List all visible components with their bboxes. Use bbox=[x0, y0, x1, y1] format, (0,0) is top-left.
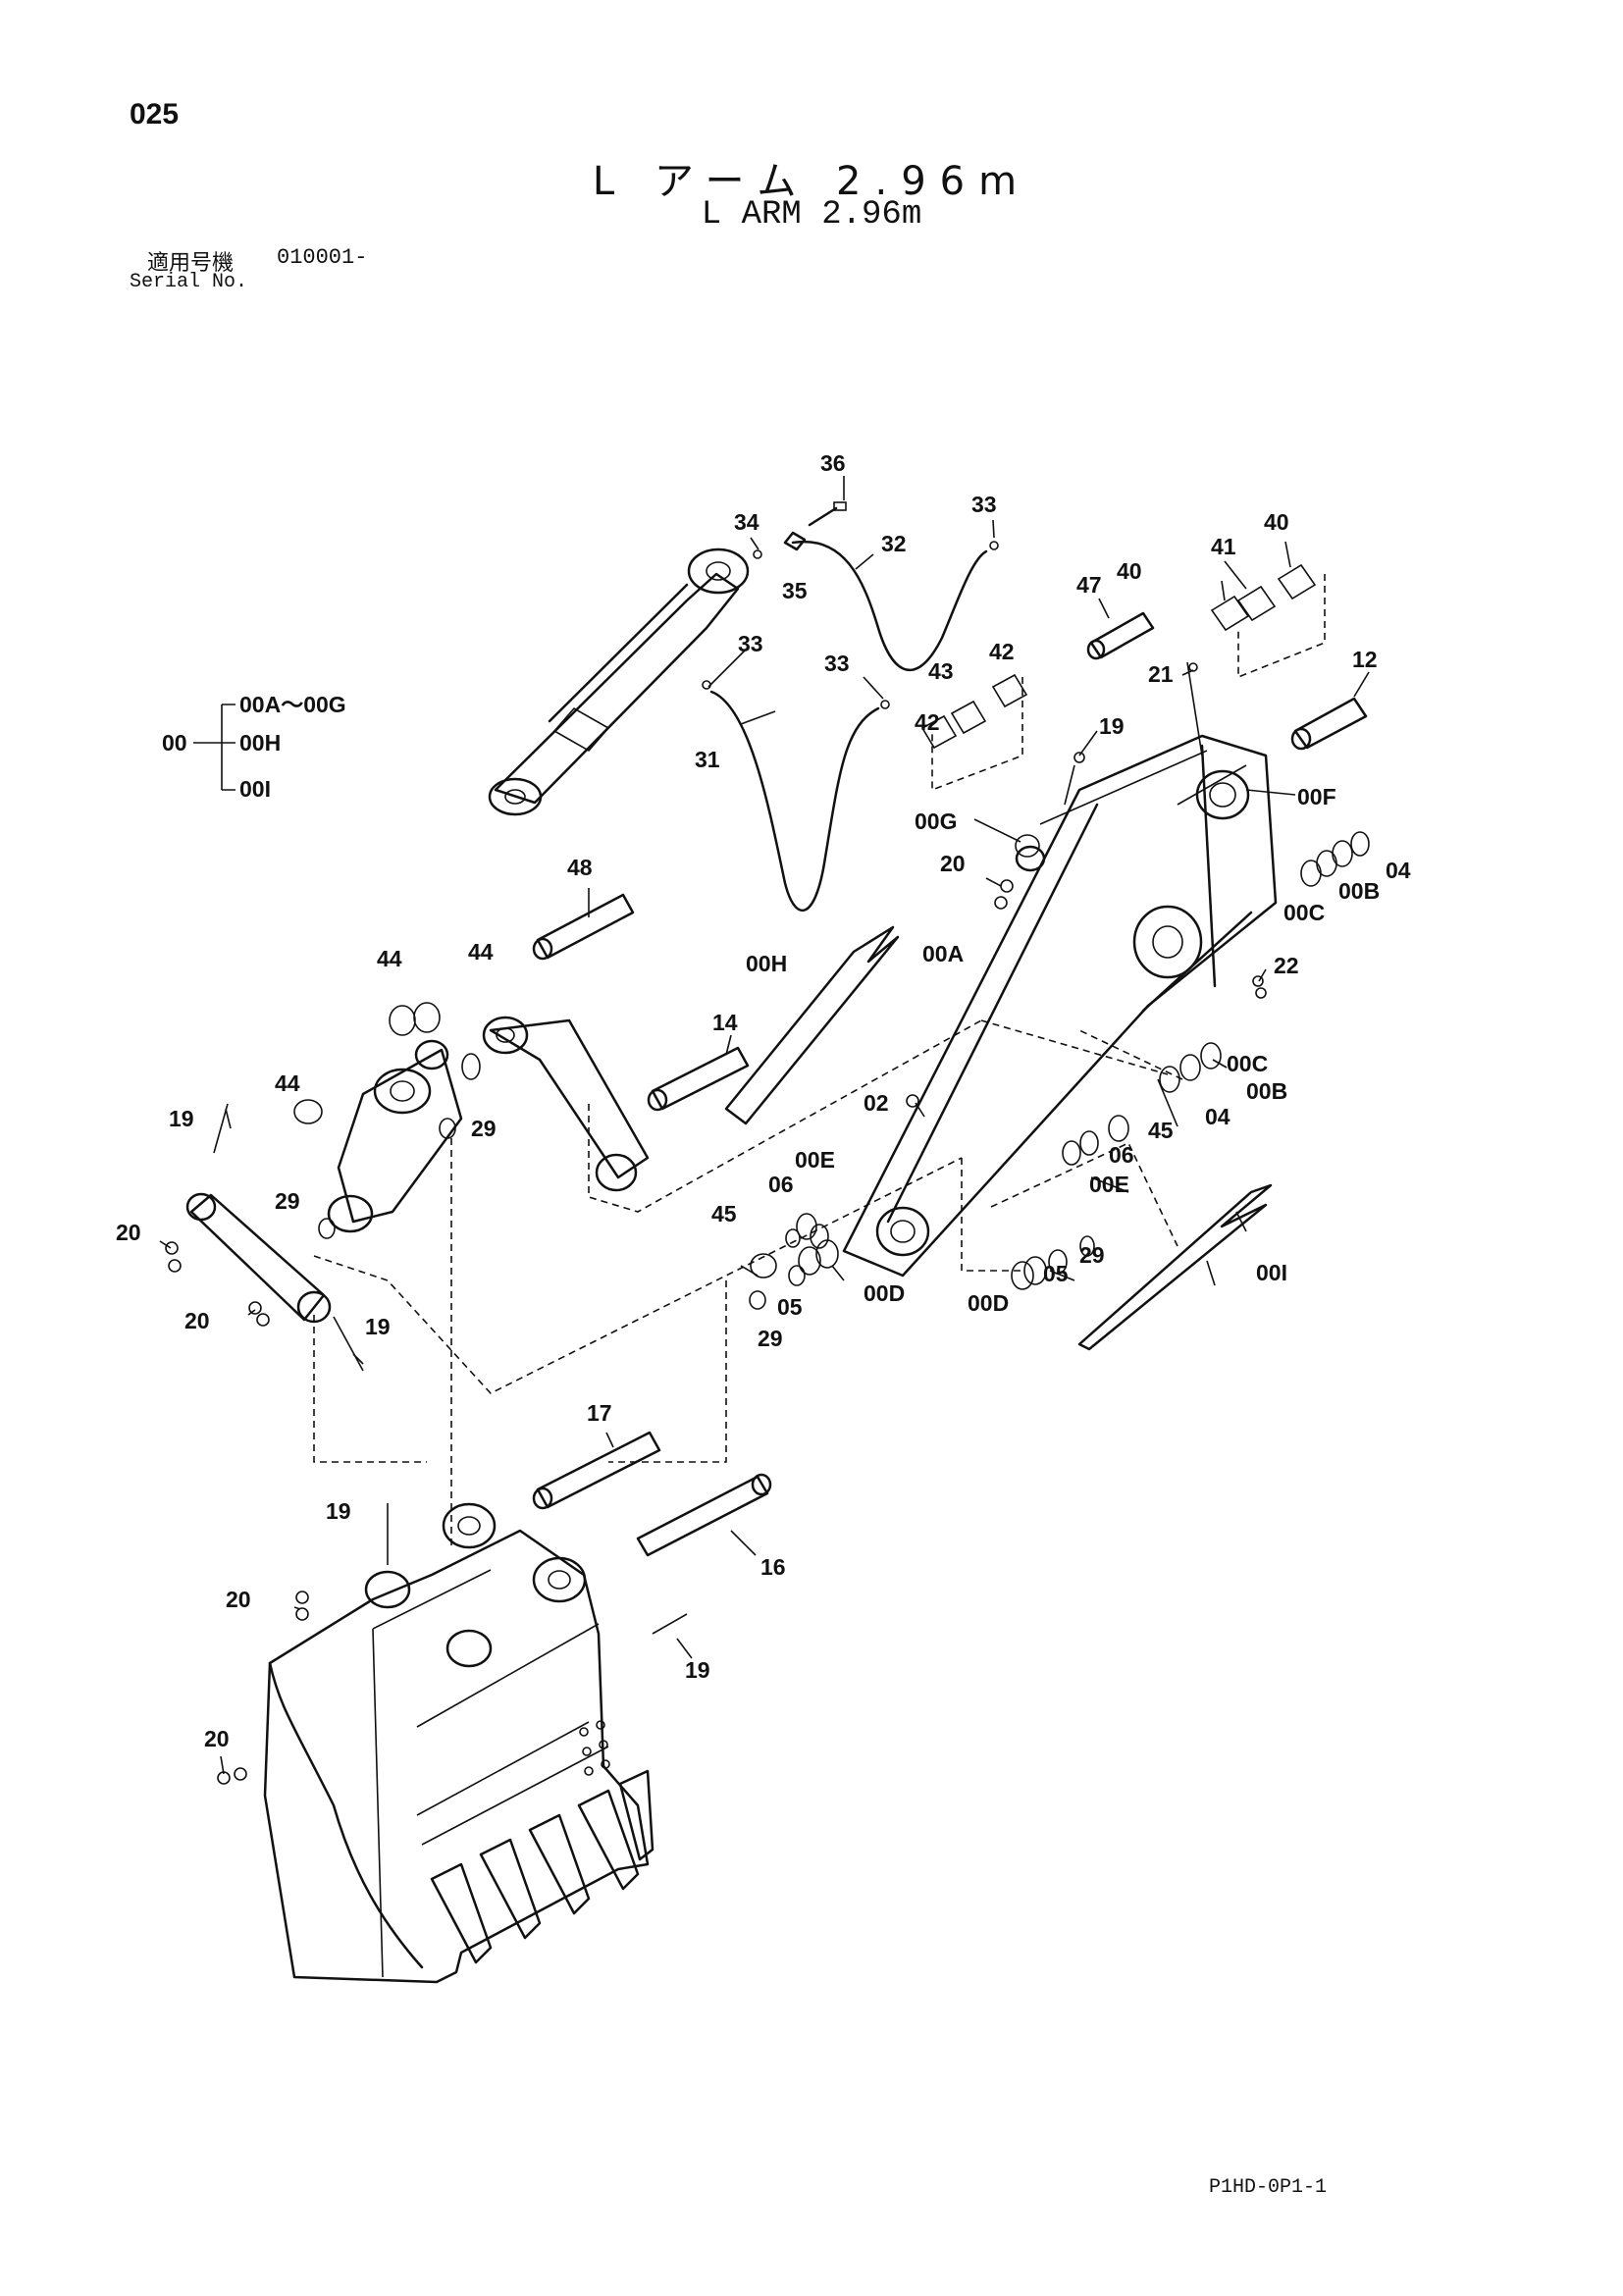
callout-36: 36 bbox=[820, 450, 846, 476]
callout-20-link-a: 20 bbox=[116, 1220, 141, 1245]
callout-44-a: 44 bbox=[377, 946, 402, 971]
callout-34: 34 bbox=[734, 509, 759, 535]
hoses bbox=[702, 501, 999, 912]
callout-42-a: 42 bbox=[989, 639, 1015, 664]
callout-20-bucket-a: 20 bbox=[226, 1587, 251, 1612]
leader-lines bbox=[159, 476, 1370, 1775]
callout-00d-b: 00D bbox=[968, 1290, 1009, 1316]
callout-40-b: 40 bbox=[1264, 509, 1289, 535]
callout-45-a: 45 bbox=[1148, 1118, 1174, 1143]
callout-45-b: 45 bbox=[711, 1201, 737, 1226]
callout-19-bucket-b: 19 bbox=[685, 1657, 710, 1683]
callout-00d-a: 00D bbox=[864, 1280, 905, 1306]
drawing-code: P1HD-0P1-1 bbox=[1209, 2176, 1328, 2199]
callout-14: 14 bbox=[712, 1010, 738, 1035]
callout-20-link-b: 20 bbox=[184, 1308, 210, 1333]
callout-00e-a: 00E bbox=[795, 1147, 835, 1173]
callout-19-link: 19 bbox=[169, 1106, 194, 1131]
callout-20-arm: 20 bbox=[940, 851, 966, 876]
callout-04-mid: 04 bbox=[1205, 1104, 1230, 1129]
bolts-nuts bbox=[165, 879, 1267, 1785]
links bbox=[185, 1016, 650, 1324]
callout-32: 32 bbox=[881, 531, 907, 556]
callout-29-c: 29 bbox=[1079, 1242, 1105, 1268]
callout-31: 31 bbox=[695, 747, 720, 772]
callout-44-c: 44 bbox=[275, 1070, 300, 1096]
callout-06-a: 06 bbox=[768, 1172, 794, 1197]
callout-12: 12 bbox=[1352, 647, 1378, 672]
seal-rings bbox=[293, 563, 1370, 1310]
callout-05-a: 05 bbox=[777, 1294, 803, 1320]
callout-05-b: 05 bbox=[1043, 1261, 1069, 1286]
legend-item-00i: 00I bbox=[239, 776, 271, 802]
callout-00c-top: 00C bbox=[1283, 900, 1325, 925]
callout-43: 43 bbox=[928, 658, 954, 684]
callout-33-c: 33 bbox=[824, 651, 850, 676]
callout-33-a: 33 bbox=[971, 492, 997, 517]
callout-00i: 00I bbox=[1256, 1260, 1287, 1285]
callout-00f: 00F bbox=[1297, 784, 1336, 809]
bucket bbox=[263, 1502, 654, 1984]
callout-19-link-b: 19 bbox=[365, 1314, 391, 1339]
callout-00b-top: 00B bbox=[1338, 878, 1380, 904]
callout-33-b: 33 bbox=[738, 631, 763, 656]
legend-item-00a-00g: 00A～00G bbox=[239, 692, 346, 717]
callout-00e-b: 00E bbox=[1089, 1172, 1129, 1197]
legend-root-label: 00 bbox=[162, 730, 187, 756]
callout-16: 16 bbox=[760, 1554, 786, 1580]
legend-item-00h: 00H bbox=[239, 730, 281, 756]
arm-body bbox=[842, 661, 1278, 1278]
callout-02: 02 bbox=[864, 1090, 889, 1116]
callout-48: 48 bbox=[567, 855, 593, 880]
callout-35: 35 bbox=[782, 578, 808, 603]
callout-17: 17 bbox=[587, 1400, 612, 1426]
callout-19-bucket-a: 19 bbox=[326, 1498, 351, 1524]
serial-label-english: Serial No. bbox=[130, 271, 248, 293]
callout-00h: 00H bbox=[746, 951, 787, 976]
callout-06-b: 06 bbox=[1109, 1142, 1134, 1168]
shims bbox=[724, 925, 1273, 1351]
page-title-japanese: L アーム 2.96m bbox=[592, 159, 1031, 204]
callout-47: 47 bbox=[1076, 572, 1102, 598]
group-legend: 00 00A～00G 00H 00I bbox=[162, 692, 346, 802]
bucket-cylinder bbox=[488, 548, 750, 816]
callout-00a: 00A bbox=[922, 941, 964, 966]
callouts: 36 34 35 33 32 33 31 33 47 40 41 40 42 4… bbox=[116, 450, 1411, 1751]
callout-20-bucket-b: 20 bbox=[204, 1726, 230, 1751]
pins bbox=[532, 611, 1368, 1557]
callout-21: 21 bbox=[1148, 661, 1174, 687]
callout-00b-mid: 00B bbox=[1246, 1078, 1287, 1104]
callout-29-d: 29 bbox=[758, 1326, 783, 1351]
callout-29-a: 29 bbox=[471, 1116, 497, 1141]
callout-19-top: 19 bbox=[1099, 713, 1125, 739]
serial-label-japanese: 適用号機 bbox=[147, 251, 235, 276]
callout-00g: 00G bbox=[915, 809, 957, 834]
page-title-english: L ARM 2.96m bbox=[701, 196, 922, 234]
callout-04-top: 04 bbox=[1386, 858, 1411, 883]
callout-29-b: 29 bbox=[275, 1188, 300, 1214]
callout-00c-mid: 00C bbox=[1227, 1051, 1268, 1076]
page-number: 025 bbox=[130, 98, 180, 130]
callout-22: 22 bbox=[1274, 953, 1299, 978]
callout-44-b: 44 bbox=[468, 939, 494, 965]
serial-number-value: 010001- bbox=[277, 245, 368, 270]
assembly-lines bbox=[313, 574, 1326, 1550]
callout-40-a: 40 bbox=[1117, 558, 1142, 584]
callout-42-b: 42 bbox=[915, 709, 940, 735]
callout-41: 41 bbox=[1211, 534, 1236, 559]
